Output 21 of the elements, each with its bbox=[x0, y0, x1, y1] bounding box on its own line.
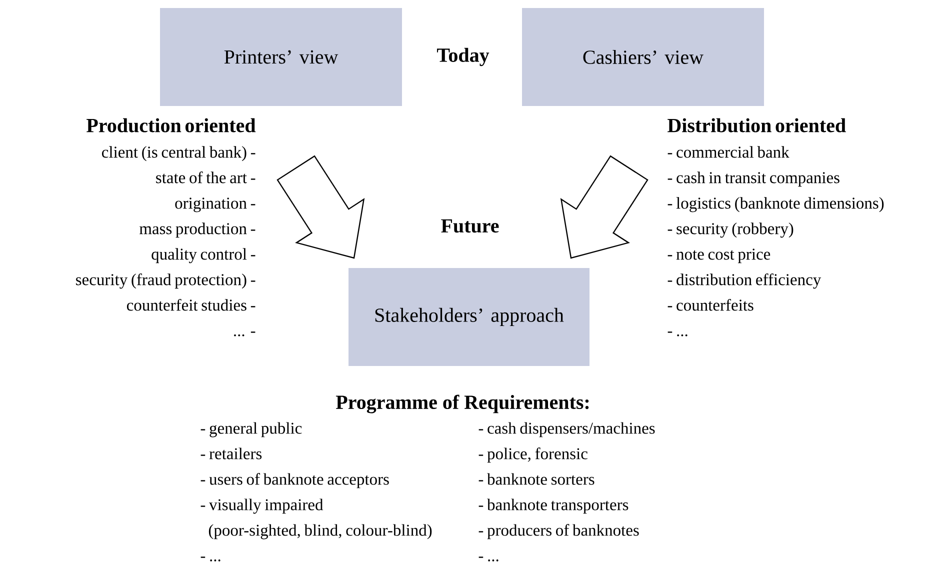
heading: Future bbox=[441, 219, 499, 233]
label: - ... bbox=[200, 556, 220, 562]
text-list: Production oriented client (is central bank) - state of the art - origination - mass production - quality control - security (fraud protection) - counterfeit studies - ... - bbox=[76, 118, 256, 336]
heading: Programme of Requirements: bbox=[336, 394, 589, 414]
label: - cash dispensers/machines bbox=[478, 422, 655, 438]
view-box: Cashiers’ view bbox=[522, 8, 764, 106]
requirements-list: - general public - retailers - users of banknote acceptors - visually impaired (poor-sighted, blind, colour-blind) - ... bbox=[200, 422, 432, 562]
view-box: Printers’ view bbox=[160, 8, 402, 106]
heading: Today bbox=[437, 48, 490, 66]
text-list: Distribution oriented - commercial bank - cash in transit companies - logistics (banknote dimensions) - security (robbery) - note cost price - distribution efficiency - counterfeits - ... bbox=[668, 118, 884, 336]
label: - users of banknote acceptors bbox=[200, 473, 389, 488]
label: - banknote sorters bbox=[478, 473, 594, 485]
label: - general public bbox=[200, 422, 302, 438]
requirements-list: - cash dispensers/machines - police, forensic - banknote sorters - banknote transporters - producers of banknotes - ... bbox=[478, 422, 655, 562]
label: - visually impaired (poor-sighted, blind, colour-blind) bbox=[200, 498, 432, 540]
view-box: Stakeholders’ approach bbox=[348, 268, 590, 366]
label: - ... bbox=[478, 556, 498, 562]
label: - police, forensic bbox=[478, 448, 588, 463]
label: - retailers bbox=[200, 448, 262, 460]
label: - producers of banknotes bbox=[478, 524, 639, 540]
label: - banknote transporters bbox=[478, 498, 628, 514]
